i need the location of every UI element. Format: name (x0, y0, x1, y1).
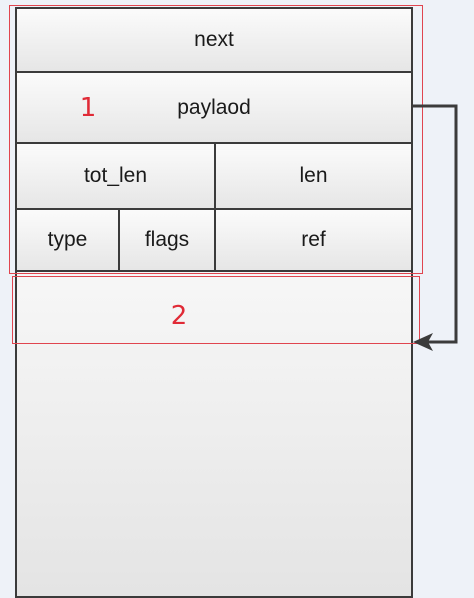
region-data-number: 2 (170, 301, 188, 331)
payload-data-area (15, 270, 413, 598)
field-next-label: next (194, 28, 234, 51)
arrow-line (413, 104, 458, 344)
field-type-label: type (47, 228, 88, 251)
field-tot-len-label: tot_len (83, 164, 148, 187)
field-payload-label: paylaod (177, 95, 251, 119)
field-type: type (15, 208, 120, 272)
field-tot-len: tot_len (15, 142, 216, 210)
field-flags-label: flags (144, 228, 190, 251)
field-next: next (15, 7, 413, 73)
field-len-label: len (299, 164, 328, 187)
region-header-number: 1 (79, 93, 97, 123)
field-ref: ref (214, 208, 413, 272)
field-ref-label: ref (301, 228, 326, 251)
arrow-head-icon (413, 333, 433, 351)
